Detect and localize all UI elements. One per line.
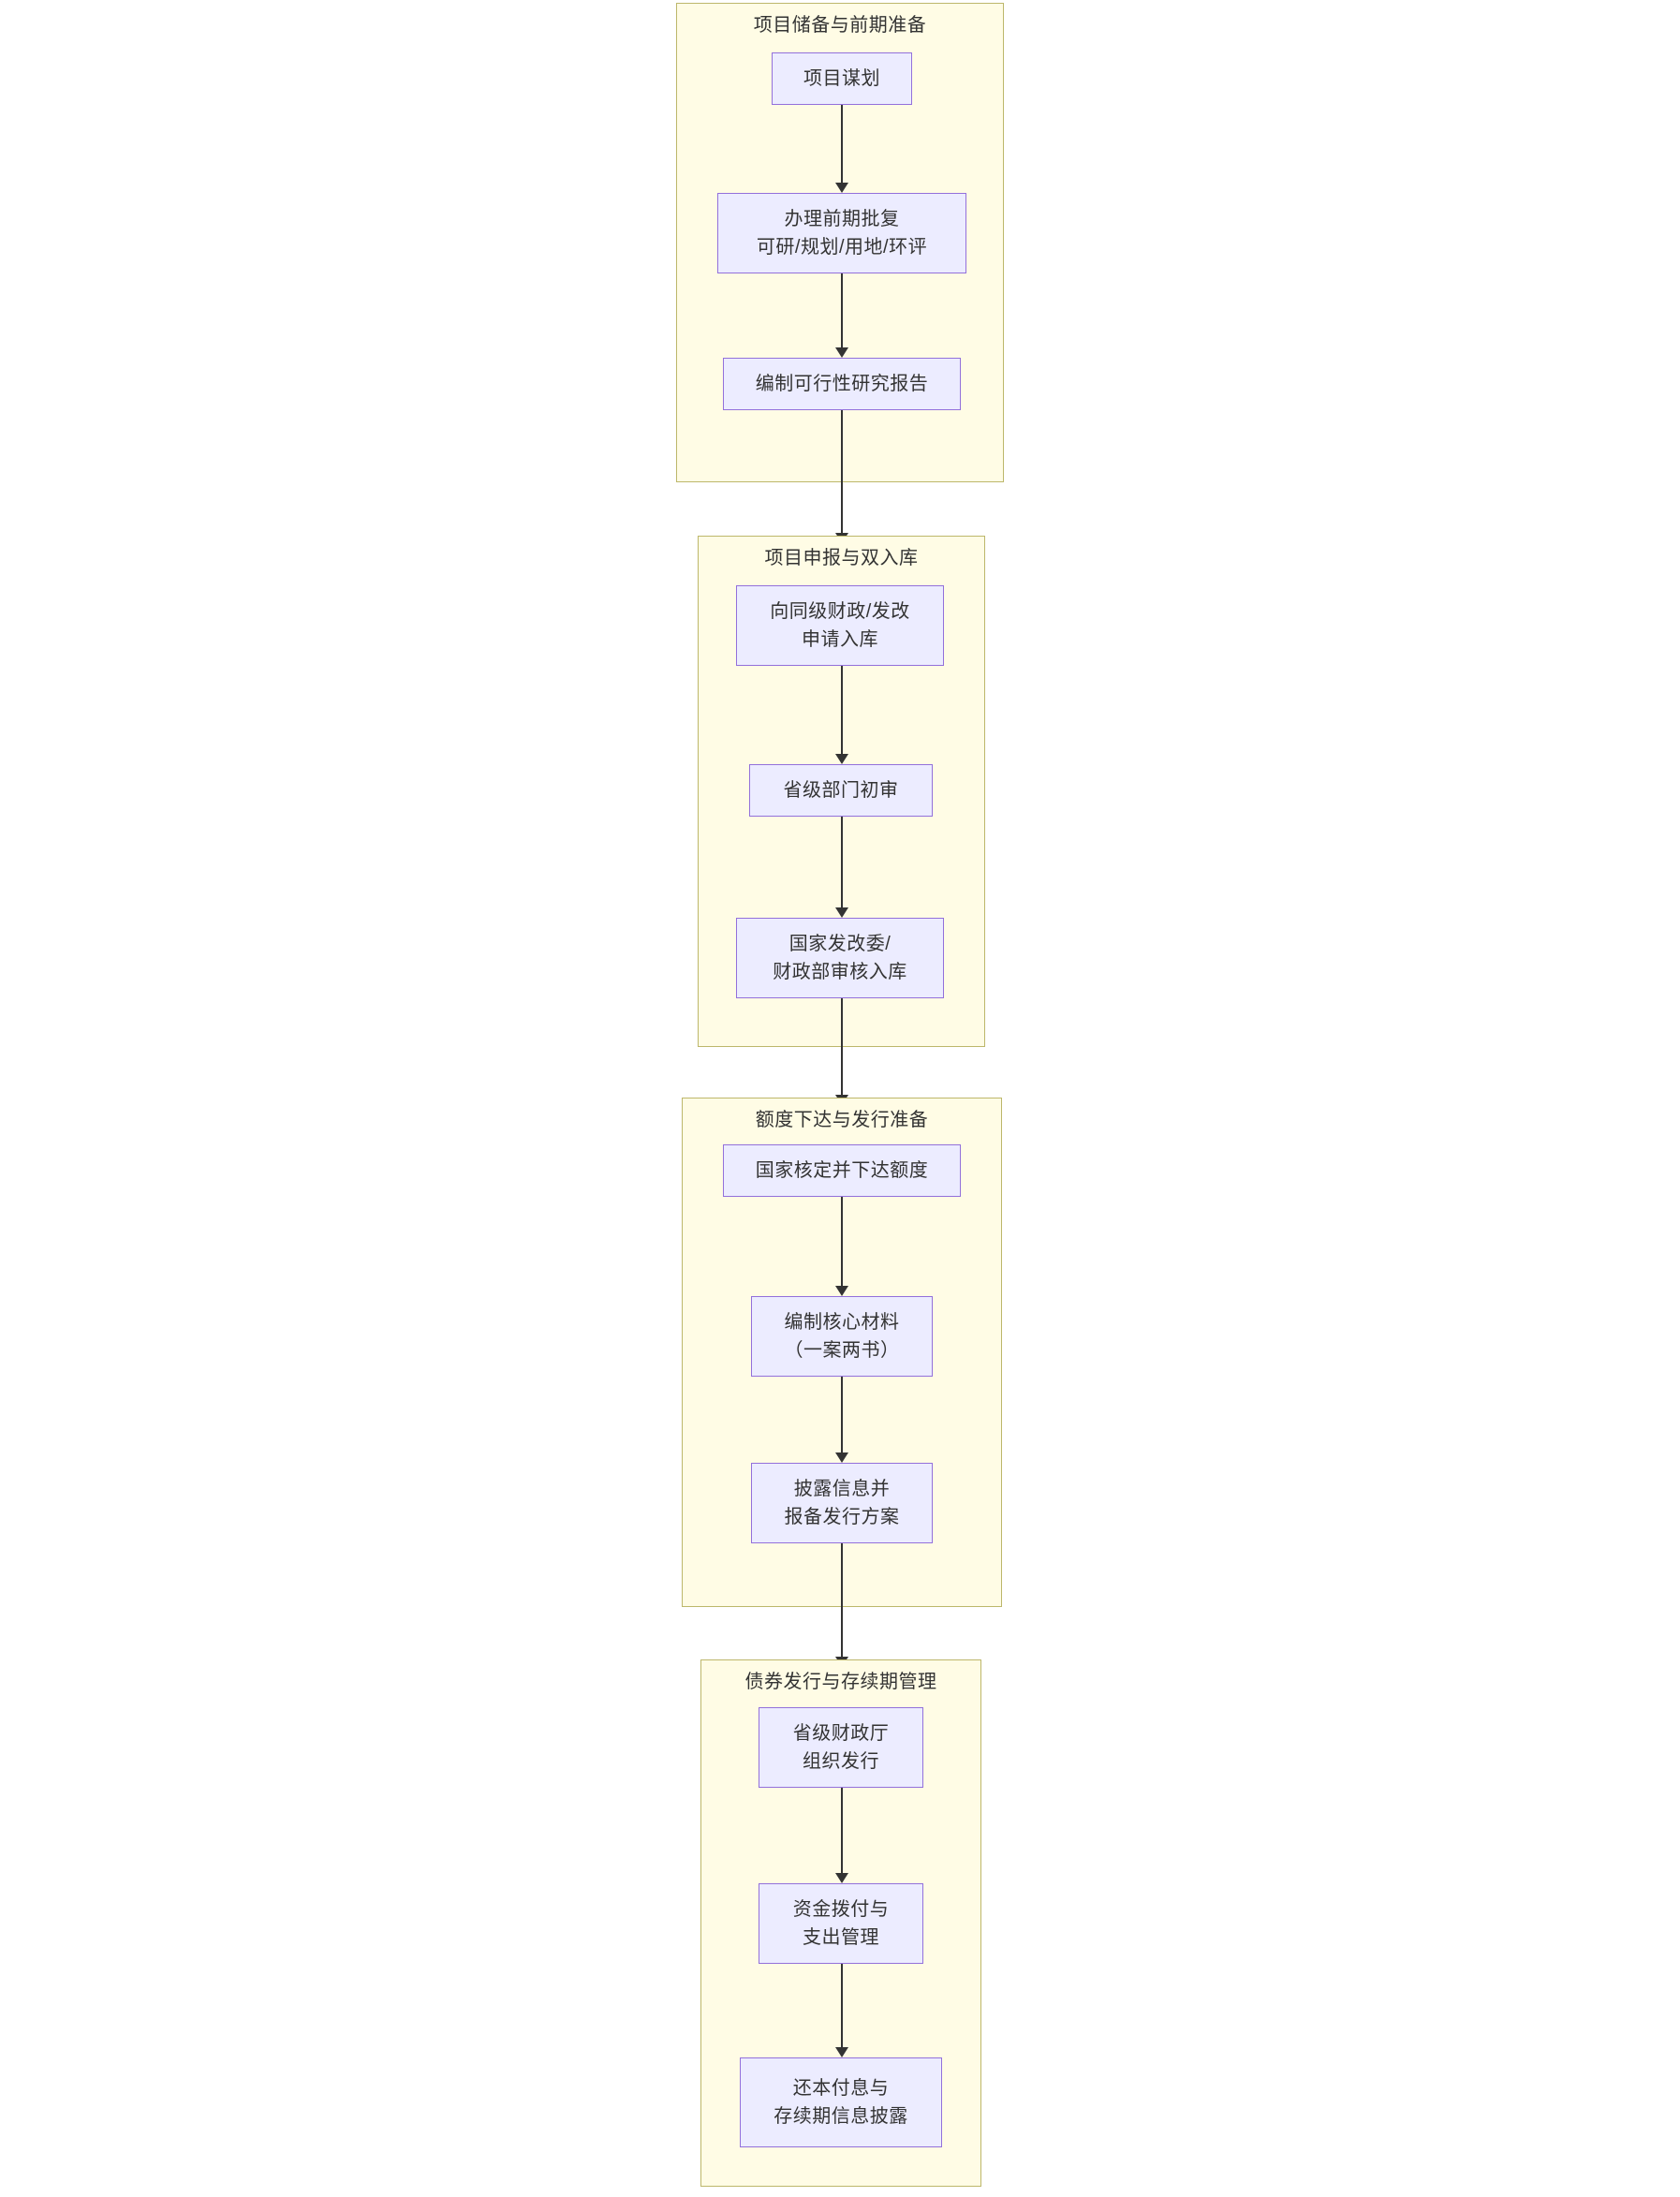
node-national-quota-allocation[interactable]: 国家核定并下达额度 [723, 1144, 961, 1197]
cluster-title: 项目储备与前期准备 [753, 15, 927, 36]
edge-n11-n12 [834, 1964, 849, 2057]
edge-n5-n6 [834, 817, 849, 918]
node-principal-interest-disclosure[interactable]: 还本付息与 存续期信息披露 [740, 2057, 942, 2147]
edge-n1-n2 [834, 105, 849, 193]
node-provincial-treasury-issuance[interactable]: 省级财政厅 组织发行 [759, 1707, 923, 1788]
edge-n2-n3 [834, 273, 849, 358]
edge-n3-n4 [834, 410, 849, 543]
node-feasibility-report[interactable]: 编制可行性研究报告 [723, 358, 961, 410]
cluster-title: 债券发行与存续期管理 [744, 1672, 937, 1692]
edge-n8-n9 [834, 1377, 849, 1463]
edge-n10-n11 [834, 1788, 849, 1883]
node-disclose-and-file-plan[interactable]: 披露信息并 报备发行方案 [751, 1463, 933, 1543]
cluster-title: 项目申报与双入库 [764, 548, 919, 568]
node-project-planning[interactable]: 项目谋划 [772, 52, 912, 105]
node-national-approval-warehouse[interactable]: 国家发改委/ 财政部审核入库 [736, 918, 944, 998]
cluster-title: 额度下达与发行准备 [755, 1110, 929, 1130]
node-preliminary-approval[interactable]: 办理前期批复 可研/规划/用地/环评 [717, 193, 966, 273]
edge-n4-n5 [834, 666, 849, 764]
edge-n6-n7 [834, 998, 849, 1105]
node-fund-allocation-expenditure[interactable]: 资金拨付与 支出管理 [759, 1883, 923, 1964]
node-provincial-review[interactable]: 省级部门初审 [749, 764, 933, 817]
edge-n7-n8 [834, 1197, 849, 1296]
node-apply-to-finance-ndrc[interactable]: 向同级财政/发改 申请入库 [736, 585, 944, 666]
node-core-materials[interactable]: 编制核心材料 （一案两书） [751, 1296, 933, 1377]
edge-n9-n10 [834, 1543, 849, 1667]
